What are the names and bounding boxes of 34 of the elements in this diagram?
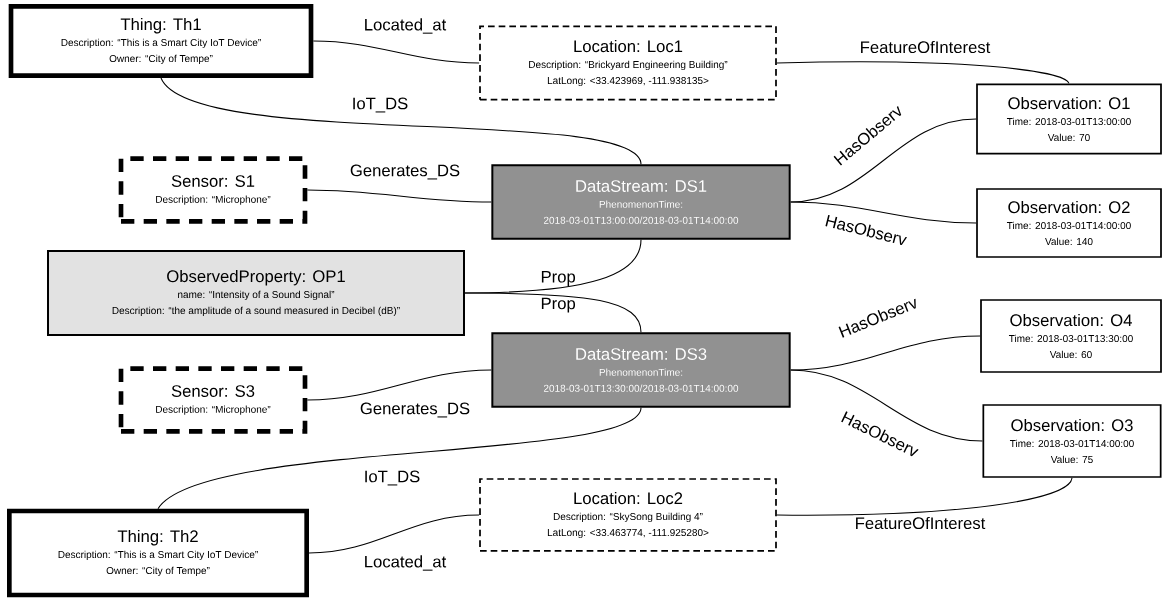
edge-label: Located_at <box>362 16 448 36</box>
location-box: Location: Loc1 Description: “Brickyard Engineering Building” LatLong: <33.423969, -111.938135> <box>479 25 777 101</box>
edge-label: Located_at <box>362 553 448 572</box>
connector-line <box>312 40 480 64</box>
sensor-box: Sensor: S3 Description: “Microphone” <box>118 366 308 434</box>
observation-box: Observation: O3 Time: 2018-03-01T14:00:00 Value: 75 <box>982 404 1162 478</box>
connector-line <box>790 201 977 224</box>
connector-line <box>776 61 1070 84</box>
edge-label: IoT_DS <box>362 469 422 487</box>
connector-line <box>790 369 983 442</box>
edge-label: Prop <box>541 270 576 286</box>
observation-box: Observation: O4 Time: 2018-03-01T13:30:00 Value: 60 <box>980 299 1162 373</box>
connector-line <box>157 407 642 510</box>
edge-label: Prop <box>541 297 576 313</box>
edge-label: FeatureOfInterest <box>853 515 987 531</box>
observation-box: Observation: O2 Time: 2018-03-01T14:00:00 Value: 140 <box>976 188 1162 258</box>
edge-label: Generates_DS <box>348 163 462 181</box>
sensor-box: Sensor: S1 Description: “Microphone” <box>118 156 308 224</box>
connector-line <box>160 77 642 165</box>
thing-box: Thing: Th2 Description: “This is a Smart City IoT Device” Owner: “City of Tempe” <box>7 508 309 598</box>
edge-label: Generates_DS <box>358 401 472 419</box>
edge-label: IoT_DS <box>350 96 410 114</box>
connector-line <box>308 514 480 554</box>
connector-line <box>464 292 642 333</box>
connector-line <box>776 477 1073 516</box>
property-box: ObservedProperty: OP1 name: “Intensity of a Sound Signal” Description: “the amplitude of a sound measured in Decibel (dB)” <box>47 250 465 336</box>
location-box: Location: Loc2 Description: “SkySong Building 4” LatLong: <33.463774, -111.925280> <box>479 478 777 552</box>
observation-box: Observation: O1 Time: 2018-03-01T13:00:00 Value: 70 <box>976 83 1162 155</box>
edge-label: FeatureOfInterest <box>858 39 992 55</box>
connector-line <box>306 369 492 401</box>
connector-line <box>306 189 492 203</box>
datastream-box: DataStream: DS1 PhenomenonTime: 2018-03-01T13:00:00/2018-03-01T14:00:00 <box>491 164 791 240</box>
datastream-box: DataStream: DS3 PhenomenonTime: 2018-03-01T13:30:00/2018-03-01T14:00:00 <box>491 332 791 408</box>
thing-box: Thing: Th1 Description: “This is a Smart City IoT Device” Owner: “City of Tempe” <box>8 4 314 78</box>
